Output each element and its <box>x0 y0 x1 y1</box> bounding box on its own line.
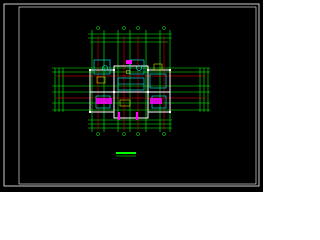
dimension-lines <box>52 30 210 132</box>
drawing-background <box>0 0 263 192</box>
drawing-sheet <box>0 0 263 192</box>
axis-grid-bubbles <box>96 26 166 136</box>
fixtures <box>96 63 163 107</box>
axis-bubble-bottom-4 <box>162 132 166 136</box>
drawing-frame <box>3 3 260 187</box>
axis-bubble-top-1 <box>96 26 100 30</box>
hatched-elements <box>96 60 162 120</box>
axis-bubble-top-3 <box>136 26 140 30</box>
axis-bubble-top-4 <box>162 26 166 30</box>
columns <box>89 69 171 113</box>
interior-details <box>93 59 167 109</box>
axis-bubble-bottom-3 <box>136 132 140 136</box>
axis-bubble-bottom-1 <box>96 132 100 136</box>
axis-bubble-bottom-2 <box>122 132 126 136</box>
axis-bubble-top-2 <box>122 26 126 30</box>
drawing-title <box>116 152 136 157</box>
